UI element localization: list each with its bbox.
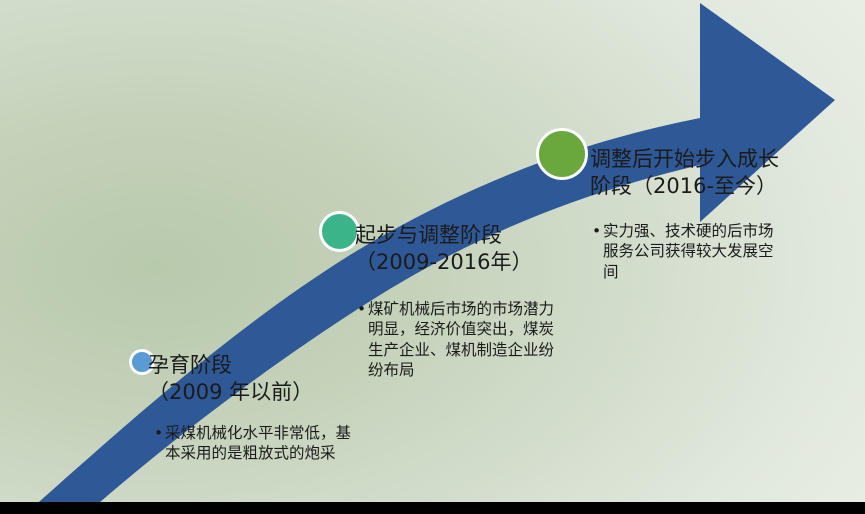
stage-2-block: 起步与调整阶段（2009-2016年） 煤矿机械后市场的市场潜力明显，经济价值突… [355, 222, 555, 381]
stage-3-title: 调整后开始步入成长阶段（2016-至今） [590, 147, 779, 199]
stage-2-body: 煤矿机械后市场的市场潜力明显，经济价值突出，煤炭生产企业、煤机制造企业纷纷布局 [357, 299, 564, 381]
curved-up-right-arrow-icon [31, 3, 835, 509]
stage-3-block: 调整后开始步入成长阶段（2016-至今） 实力强、技术硬的后市场服务公司获得较大… [590, 146, 780, 282]
bottom-black-bar [0, 502, 865, 514]
stage-3-body: 实力强、技术硬的后市场服务公司获得较大发展空间 [592, 221, 783, 283]
stage-2-marker [319, 211, 360, 252]
stage-1-block: 孕育阶段 （2009 年以前） 采煤机械化水平非常低，基本采用的是粗放式的炮采 [148, 352, 363, 464]
stage-2-title: 起步与调整阶段（2009-2016年） [355, 223, 533, 275]
stage-3-marker [536, 128, 588, 180]
stage-1-marker [129, 349, 155, 375]
stage-1-body: 采煤机械化水平非常低，基本采用的是粗放式的炮采 [154, 423, 360, 464]
stage-1-title: 孕育阶段 （2009 年以前） [148, 353, 314, 405]
